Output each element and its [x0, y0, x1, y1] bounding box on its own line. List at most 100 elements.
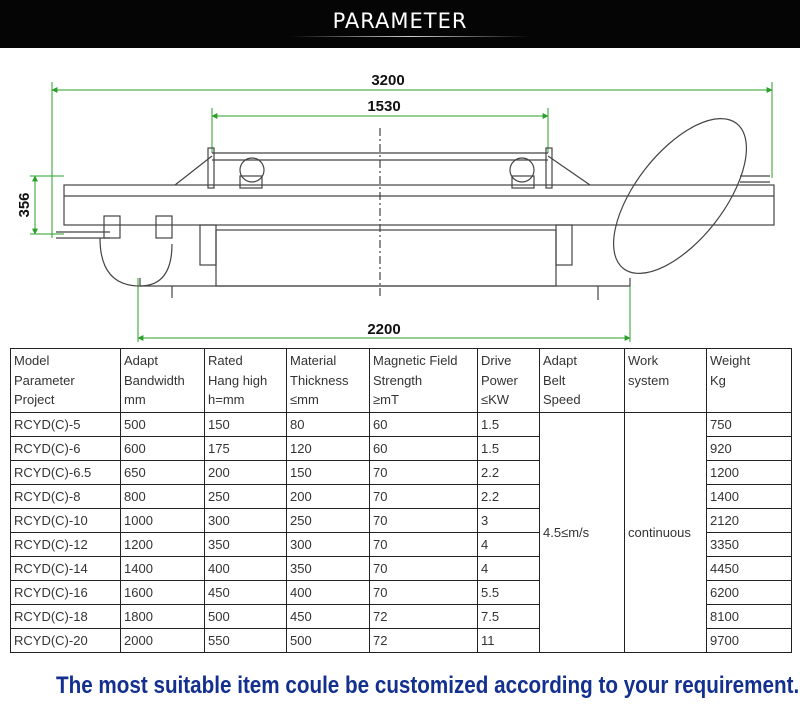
cell-field: 72 [369, 603, 478, 629]
page-title: PARAMETER [332, 9, 468, 33]
cell-power: 4 [477, 555, 540, 581]
cell-model: RCYD(C)-6.5 [10, 459, 121, 485]
cell-hang-high: 550 [204, 627, 287, 653]
cell-weight: 4450 [706, 555, 792, 581]
cell-thickness: 400 [286, 579, 370, 605]
dim-label-1530: 1530 [367, 98, 400, 115]
cell-bandwidth: 500 [120, 411, 205, 437]
cell-power: 5.5 [477, 579, 540, 605]
cell-hang-high: 300 [204, 507, 287, 533]
cell-hang-high: 500 [204, 603, 287, 629]
cell-weight: 2120 [706, 507, 792, 533]
cell-hang-high: 350 [204, 531, 287, 557]
dim-label-2200: 2200 [367, 321, 400, 338]
cell-bandwidth: 800 [120, 483, 205, 509]
cell-bandwidth: 1600 [120, 579, 205, 605]
cell-field: 60 [369, 435, 478, 461]
cell-thickness: 250 [286, 507, 370, 533]
cell-bandwidth: 1800 [120, 603, 205, 629]
cell-power: 7.5 [477, 603, 540, 629]
cell-weight: 1400 [706, 483, 792, 509]
cell-model: RCYD(C)-18 [10, 603, 121, 629]
cell-model: RCYD(C)-6 [10, 435, 121, 461]
banner-underline [290, 36, 530, 37]
cell-field: 70 [369, 459, 478, 485]
cell-field: 70 [369, 555, 478, 581]
cell-thickness: 80 [286, 411, 370, 437]
machine-outline [56, 118, 775, 300]
cell-power: 1.5 [477, 435, 540, 461]
cell-model: RCYD(C)-5 [10, 411, 121, 437]
cell-power: 4 [477, 531, 540, 557]
cell-field: 70 [369, 507, 478, 533]
cell-field: 72 [369, 627, 478, 653]
cell-hang-high: 175 [204, 435, 287, 461]
cell-hang-high: 200 [204, 459, 287, 485]
cell-field: 70 [369, 579, 478, 605]
cell-power: 1.5 [477, 411, 540, 437]
cell-bandwidth: 1200 [120, 531, 205, 557]
cell-belt-speed: 4.5≤m/s [539, 411, 625, 653]
cell-model: RCYD(C)-10 [10, 507, 121, 533]
cell-thickness: 150 [286, 459, 370, 485]
cell-hang-high: 250 [204, 483, 287, 509]
header-banner: PARAMETER [0, 0, 800, 48]
cell-thickness: 300 [286, 531, 370, 557]
cell-bandwidth: 600 [120, 435, 205, 461]
cell-model: RCYD(C)-8 [10, 483, 121, 509]
dimension-lines [30, 82, 773, 342]
cell-model: RCYD(C)-12 [10, 531, 121, 557]
cell-power: 3 [477, 507, 540, 533]
cell-model: RCYD(C)-20 [10, 627, 121, 653]
cell-field: 70 [369, 531, 478, 557]
cell-power: 2.2 [477, 483, 540, 509]
cell-hang-high: 150 [204, 411, 287, 437]
cell-field: 60 [369, 411, 478, 437]
footer-note: The most suitable item coule be customiz… [56, 672, 800, 699]
cell-model: RCYD(C)-16 [10, 579, 121, 605]
cell-thickness: 500 [286, 627, 370, 653]
cell-weight: 9700 [706, 627, 792, 653]
cell-thickness: 450 [286, 603, 370, 629]
cell-thickness: 200 [286, 483, 370, 509]
cell-field: 70 [369, 483, 478, 509]
cell-work-system: continuous [624, 411, 707, 653]
cell-model: RCYD(C)-14 [10, 555, 121, 581]
technical-drawing: 3200 1530 356 2200 [16, 72, 775, 342]
cell-weight: 1200 [706, 459, 792, 485]
dim-label-3200: 3200 [371, 72, 404, 89]
cell-bandwidth: 1400 [120, 555, 205, 581]
cell-bandwidth: 1000 [120, 507, 205, 533]
cell-weight: 8100 [706, 603, 792, 629]
cell-thickness: 350 [286, 555, 370, 581]
cell-weight: 6200 [706, 579, 792, 605]
cell-weight: 920 [706, 435, 792, 461]
cell-weight: 750 [706, 411, 792, 437]
cell-hang-high: 450 [204, 579, 287, 605]
cell-bandwidth: 2000 [120, 627, 205, 653]
cell-power: 2.2 [477, 459, 540, 485]
cell-power: 11 [477, 627, 540, 653]
dim-label-356: 356 [16, 192, 33, 217]
cell-bandwidth: 650 [120, 459, 205, 485]
cell-hang-high: 400 [204, 555, 287, 581]
cell-weight: 3350 [706, 531, 792, 557]
cell-thickness: 120 [286, 435, 370, 461]
